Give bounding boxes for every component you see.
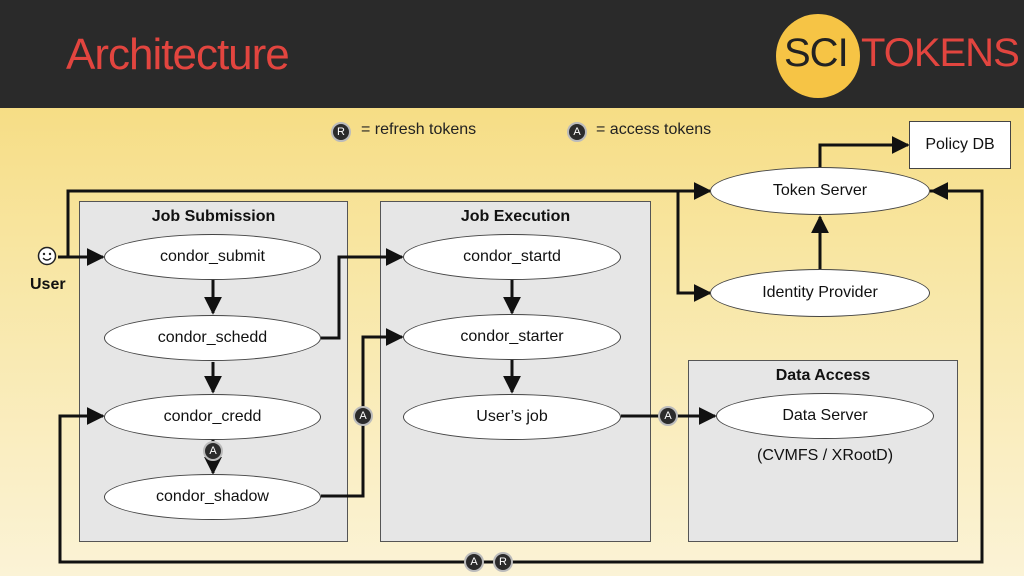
badge-credd-shadow-access: A (203, 441, 223, 461)
condor-shadow-node: condor_shadow (104, 474, 321, 520)
badge-shadow-starter-access: A (353, 406, 373, 426)
data-server-node: Data Server (716, 393, 934, 439)
condor-schedd-node: condor_schedd (104, 315, 321, 361)
data-access-title: Data Access (775, 367, 871, 384)
legend-access-badge: A (567, 122, 587, 142)
badge-bottom-access: A (464, 552, 484, 572)
condor-startd-node: condor_startd (403, 234, 621, 280)
scitokens-logo-circle (776, 14, 860, 98)
page-title: Architecture (66, 30, 290, 79)
identity-provider-node: Identity Provider (710, 269, 930, 317)
data-server-note: (CVMFS / XRootD) (757, 447, 894, 464)
wire-token-server-policy-db (818, 136, 910, 168)
condor-submit-node: condor_submit (104, 234, 321, 280)
data-access-group: Data Access (688, 360, 958, 542)
condor-credd-node: condor_credd (104, 394, 321, 440)
job-execution-title: Job Execution (460, 208, 571, 225)
user-label: User (30, 276, 66, 293)
job-submission-title: Job Submission (151, 208, 276, 225)
badge-job-dataserver-access: A (658, 406, 678, 426)
policy-db-node: Policy DB (909, 121, 1011, 169)
wire-to-identity-provider (676, 191, 712, 302)
token-server-node: Token Server (710, 167, 930, 215)
logo-text-sci: SCI (784, 31, 849, 75)
wire-schedd-startd (321, 248, 404, 340)
legend-access-label: = access tokens (596, 121, 712, 138)
logo-text-tokens: TOKENS (861, 31, 1020, 75)
legend-refresh-badge: R (331, 122, 351, 142)
smiley-face-icon (37, 246, 57, 266)
badge-bottom-refresh: R (493, 552, 513, 572)
wire-user-token-server (66, 182, 712, 257)
users-job-node: User’s job (403, 394, 621, 440)
legend-refresh-label: = refresh tokens (361, 121, 477, 138)
condor-starter-node: condor_starter (403, 314, 621, 360)
